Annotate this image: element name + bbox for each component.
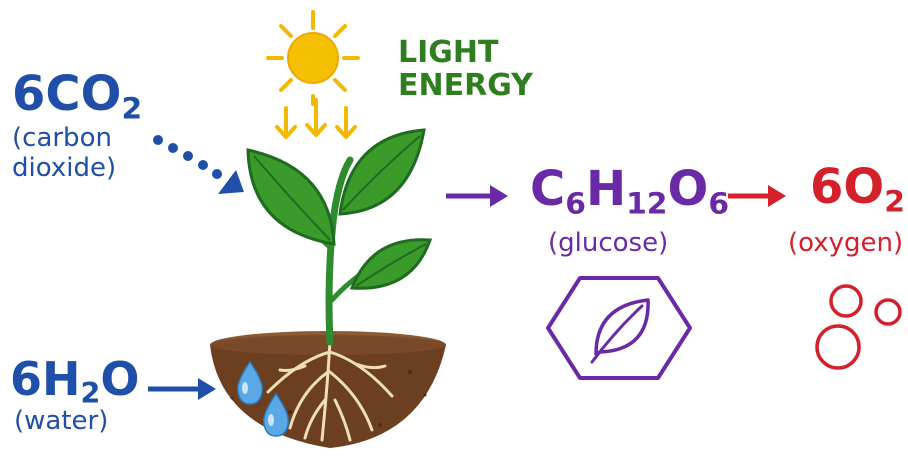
plant-icon (246, 128, 433, 346)
glucose-name: (glucose) (548, 228, 669, 258)
water-drop-icon (237, 360, 289, 437)
sun-icon (266, 10, 360, 106)
oxygen-name: (oxygen) (788, 228, 904, 258)
co2-arrow (153, 135, 244, 194)
h2o-formula: 6H2O (10, 352, 140, 410)
light-arrows (275, 98, 357, 139)
h2o-arrow (148, 378, 216, 400)
roots (266, 338, 394, 442)
co2-formula: 6CO2 (12, 66, 143, 127)
oxygen-formula: 6O2 (810, 159, 905, 220)
to-glucose-arrow (446, 185, 508, 207)
oxygen-bubbles-icon (815, 284, 902, 370)
glucose-formula: C6H12O6 (530, 161, 730, 222)
h2o-name: (water) (14, 406, 109, 436)
to-oxygen-arrow (728, 185, 786, 207)
leaf-hexagon-icon (546, 276, 692, 380)
